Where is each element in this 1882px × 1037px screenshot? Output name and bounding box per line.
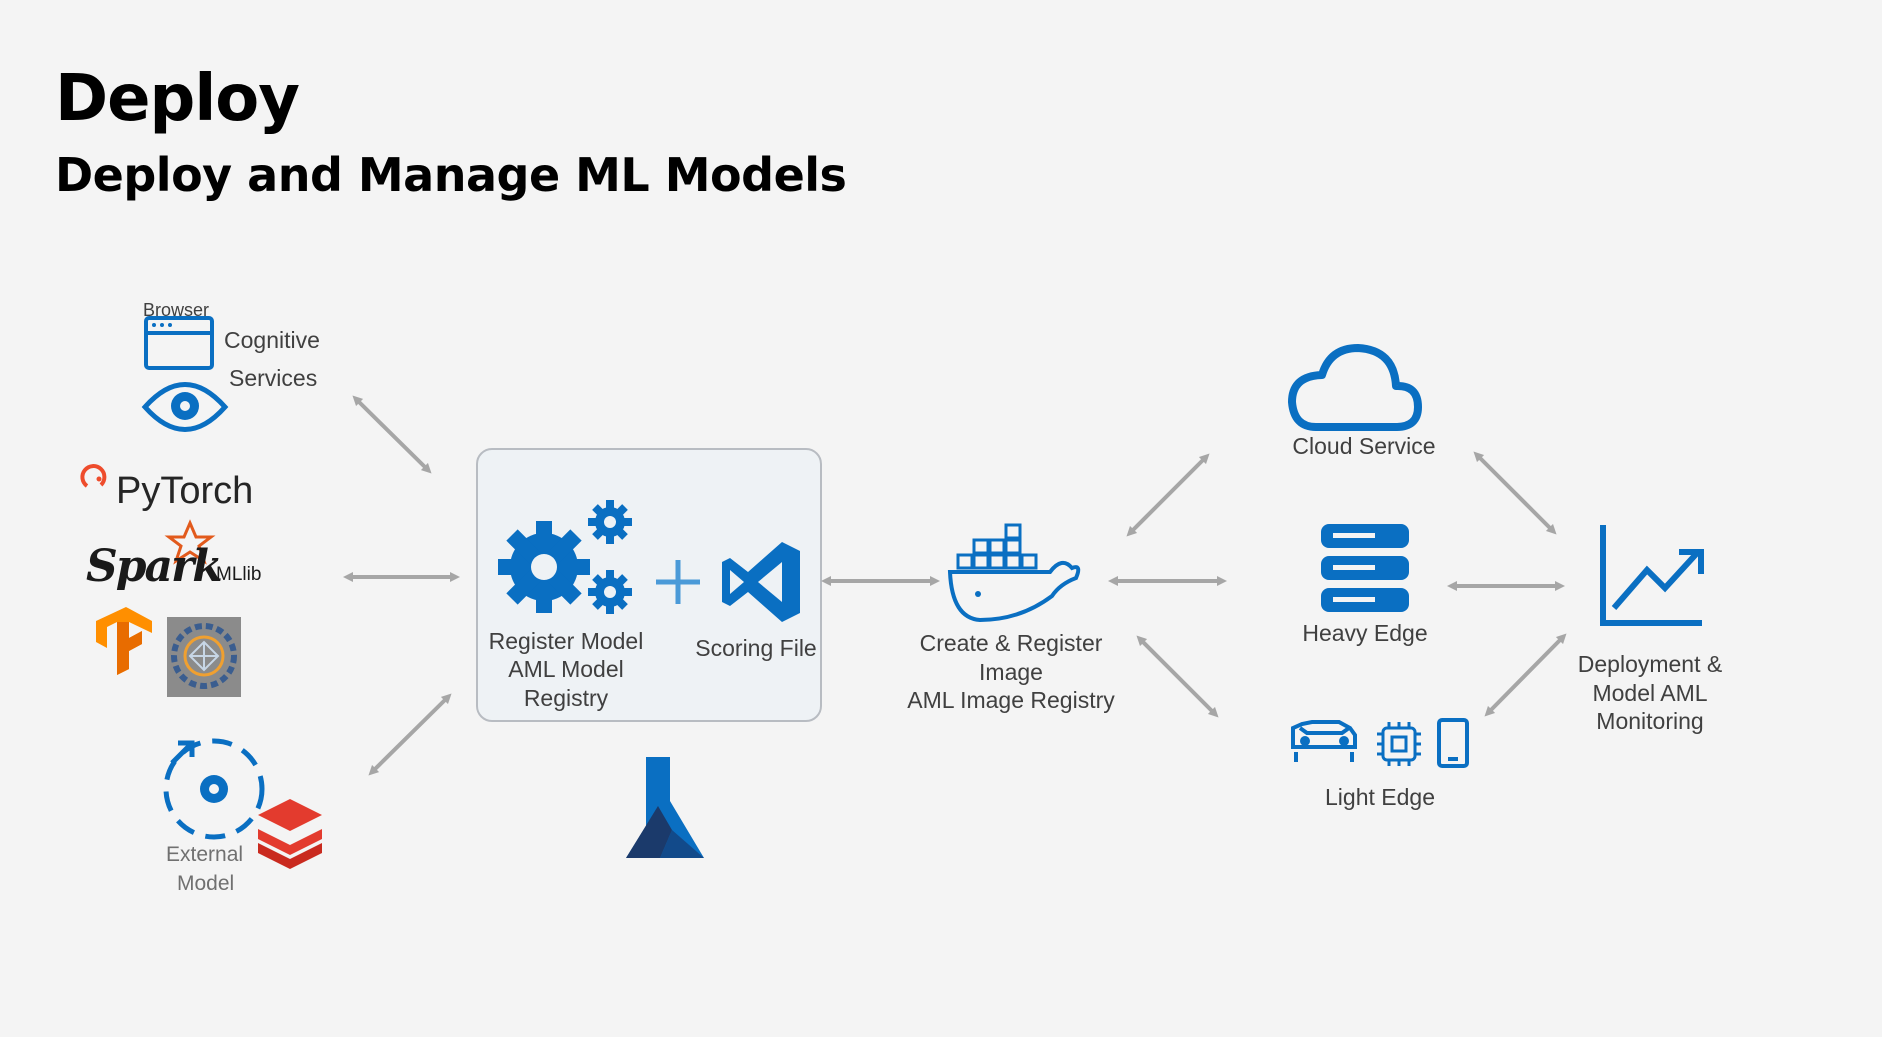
image-label-1: Create & Register <box>919 630 1103 656</box>
external-label-1: External <box>166 843 244 866</box>
plus-icon <box>656 560 700 604</box>
browser-icon <box>144 316 214 370</box>
cloud-icon <box>1288 344 1422 431</box>
chip-icon <box>1377 722 1421 766</box>
light-edge-label: Light Edge <box>1325 784 1435 810</box>
tensorflow-icon <box>96 607 152 675</box>
cloud-service-label: Cloud Service <box>1292 433 1436 459</box>
external-model-icon <box>163 738 265 840</box>
car-icon <box>1291 720 1357 762</box>
gears-icon <box>498 500 632 614</box>
arrow-cognitive-to-registry <box>352 395 432 474</box>
azure-ml-logo-icon <box>626 757 704 858</box>
monitoring-chart-icon <box>1600 525 1704 626</box>
flow-arrows <box>343 395 1567 776</box>
eye-icon <box>141 382 229 432</box>
browser-label: Browser <box>143 300 210 320</box>
mllib-label: MLlib <box>216 564 262 585</box>
server-icon <box>1321 524 1409 612</box>
monitoring-label-1: Deployment & <box>1577 651 1723 677</box>
kubeflow-icon <box>171 623 237 689</box>
cognitive-label: Cognitive <box>224 327 320 353</box>
scoring-file-icon <box>722 542 800 622</box>
arrow-light-to-monitoring <box>1484 633 1567 717</box>
monitoring-label-2: Model AML <box>1592 680 1708 706</box>
pytorch-icon <box>80 464 107 488</box>
databricks-icon <box>258 799 322 869</box>
register-model-label-3: Registry <box>523 685 609 711</box>
arrow-image-to-light <box>1136 635 1219 718</box>
phone-icon <box>1437 718 1469 768</box>
page-subtitle: Deploy and Manage ML Models <box>55 148 847 202</box>
services-label: Services <box>229 365 318 391</box>
image-label-2: Image <box>979 659 1043 685</box>
external-label-2: Model <box>177 872 235 895</box>
spark-star-icon <box>164 519 216 565</box>
monitoring-label-3: Monitoring <box>1596 708 1704 734</box>
heavy-edge-label: Heavy Edge <box>1302 620 1428 646</box>
register-model-label-2: AML Model <box>508 656 624 682</box>
register-model-label-1: Register Model <box>488 628 644 654</box>
docker-icon <box>947 523 1081 623</box>
arrow-cloud-to-monitoring <box>1473 451 1557 535</box>
scoring-file-label: Scoring File <box>695 635 817 661</box>
page-title: Deploy <box>55 62 300 136</box>
pytorch-label: PyTorch <box>116 470 254 512</box>
spark-label: Spark <box>86 541 223 592</box>
arrow-external-to-registry <box>368 693 452 776</box>
arrow-image-to-cloud <box>1126 453 1210 537</box>
image-label-3: AML Image Registry <box>907 687 1115 713</box>
